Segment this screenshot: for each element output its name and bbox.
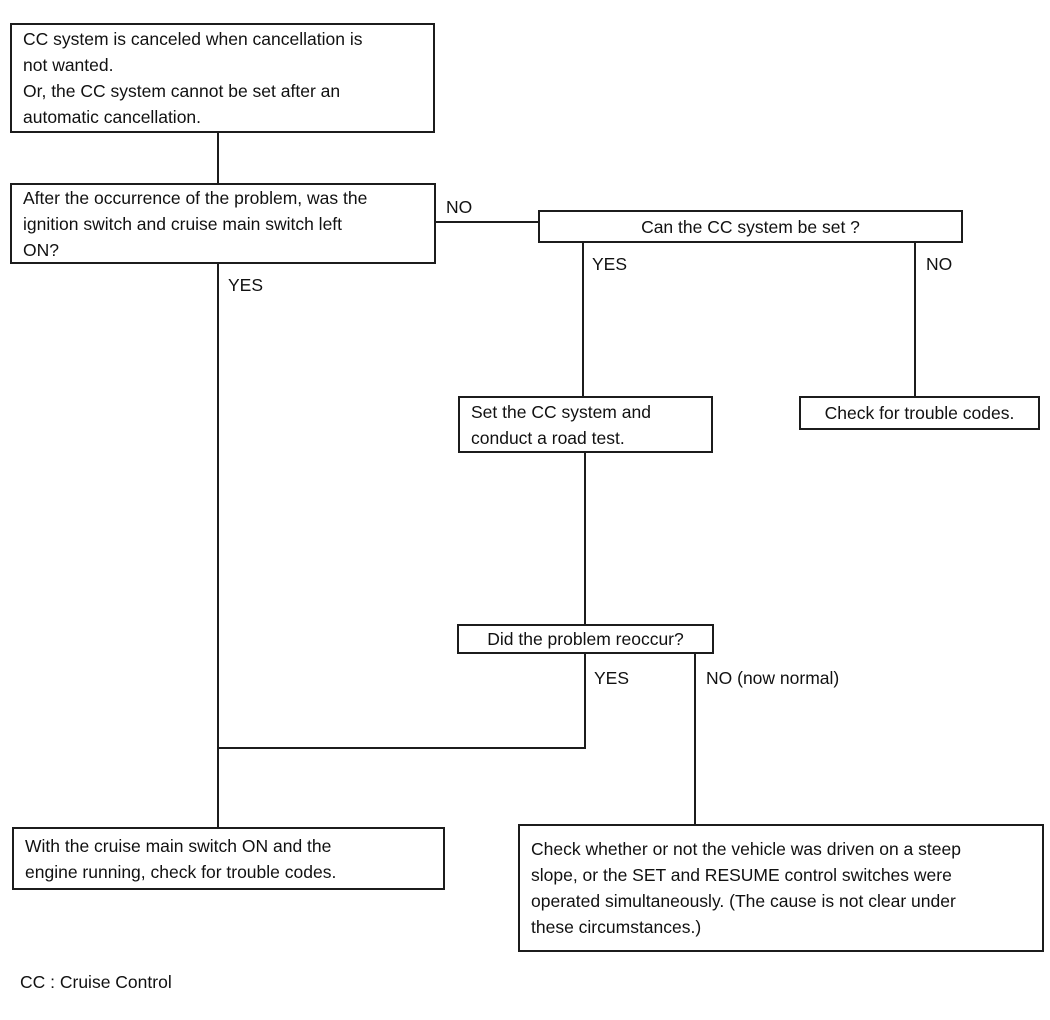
node-ignition-question: After the occurrence of the problem, was…: [10, 183, 436, 264]
edge-label-ignition-no: NO: [446, 197, 473, 217]
edge-reoccur-yes: [218, 654, 586, 749]
edge-label-ignition-yes: YES: [228, 275, 264, 295]
node-reoccur-question: Did the problem reoccur?: [457, 624, 714, 654]
edge-label-can-set-no: NO: [926, 254, 953, 274]
node-can-set-question: Can the CC system be set ?: [538, 210, 963, 243]
edge-label-reoccur-yes: YES: [594, 668, 630, 688]
edge-label-reoccur-no: NO (now normal): [706, 668, 840, 688]
node-steep-slope-check: Check whether or not the vehicle was dri…: [518, 824, 1044, 952]
legend-cc-abbreviation: CC : Cruise Control: [20, 972, 172, 992]
node-check-trouble-codes: Check for trouble codes.: [799, 396, 1040, 430]
node-set-road-test: Set the CC system and conduct a road tes…: [458, 396, 713, 453]
node-symptom: CC system is canceled when cancellation …: [10, 23, 435, 133]
node-main-switch-check: With the cruise main switch ON and the e…: [12, 827, 445, 890]
edge-label-can-set-yes: YES: [592, 254, 628, 274]
